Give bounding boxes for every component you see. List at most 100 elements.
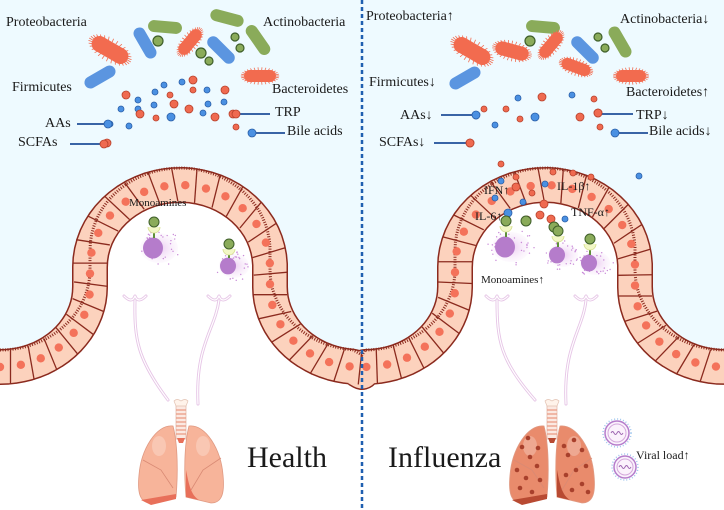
immune-cell-nucleus bbox=[549, 247, 565, 264]
cell-nucleus bbox=[547, 181, 555, 189]
receptor-cup bbox=[552, 236, 564, 242]
red-metabolite-dot bbox=[170, 100, 178, 108]
panel-title-influenza: Influenza bbox=[388, 443, 501, 473]
lesion-spot bbox=[562, 444, 567, 449]
cell-nucleus bbox=[672, 350, 680, 358]
lesion-spot bbox=[566, 453, 571, 458]
actinobacteria-coccus bbox=[231, 33, 239, 41]
blue-metabolite-dot bbox=[205, 101, 211, 107]
cell-nucleus bbox=[451, 268, 459, 276]
monoamine-ligand bbox=[553, 226, 563, 236]
immune-cell bbox=[546, 226, 581, 270]
blue-metabolite-dot bbox=[152, 89, 158, 95]
lesion-spot bbox=[574, 468, 579, 473]
vagus-nerve bbox=[124, 296, 168, 400]
vagus-nerve bbox=[566, 296, 597, 404]
label-trp-health: TRP bbox=[275, 106, 301, 120]
cell-nucleus bbox=[55, 343, 63, 351]
label-il1b: IL-1β↑ bbox=[557, 180, 590, 192]
cell-nucleus bbox=[181, 181, 189, 189]
lungs-layer bbox=[139, 400, 595, 506]
label-viral-load: Viral load↑ bbox=[636, 449, 690, 461]
blue-metabolite-dot bbox=[492, 122, 498, 128]
receptor-cup bbox=[584, 244, 596, 250]
red-metabolite-dot bbox=[190, 87, 196, 93]
cell-nucleus bbox=[268, 301, 276, 309]
actinobacteria-coccus bbox=[236, 44, 244, 52]
blue-metabolite-dot bbox=[151, 102, 157, 108]
red-metabolite-dot bbox=[536, 211, 544, 219]
red-metabolite-dot bbox=[570, 170, 576, 176]
cell-nucleus bbox=[642, 321, 650, 329]
cell-nucleus bbox=[587, 193, 595, 201]
cell-nucleus bbox=[325, 358, 333, 366]
lesion-spot bbox=[526, 436, 531, 441]
red-metabolite-dot bbox=[185, 105, 193, 113]
cell-nucleus bbox=[452, 247, 460, 255]
cell-nucleus bbox=[403, 354, 411, 362]
monoamine-ligand bbox=[149, 217, 159, 227]
blue-metabolite-dot bbox=[161, 82, 167, 88]
red-metabolite-dot bbox=[153, 115, 159, 121]
label-scfas-influenza: SCFAs↓ bbox=[379, 136, 425, 150]
cell-nucleus bbox=[87, 248, 95, 256]
cell-nucleus bbox=[86, 269, 94, 277]
cell-nucleus bbox=[85, 290, 93, 298]
lesion-spot bbox=[586, 490, 591, 495]
cell-nucleus bbox=[17, 361, 25, 369]
label-tnfa: TNF-α↑ bbox=[571, 206, 610, 218]
vagus-nerve bbox=[486, 296, 535, 400]
cell-nucleus bbox=[69, 329, 77, 337]
lung-highlight bbox=[152, 436, 166, 456]
lesion-spot bbox=[536, 446, 541, 451]
cell-nucleus bbox=[655, 337, 663, 345]
red-metabolite-dot bbox=[498, 161, 504, 167]
actinobacteria-coccus bbox=[205, 57, 213, 65]
cell-nucleus bbox=[94, 229, 102, 237]
blue-metabolite-dot bbox=[135, 97, 141, 103]
immune-cell-nucleus bbox=[495, 237, 515, 258]
label-il6: IL-6↑ bbox=[475, 210, 502, 222]
actinobacteria-coccus bbox=[594, 33, 602, 41]
cell-nucleus bbox=[106, 211, 114, 219]
actinobacteria-coccus bbox=[196, 48, 206, 58]
cell-nucleus bbox=[631, 260, 639, 268]
label-proteobacteria-health: Proteobacteria bbox=[6, 16, 87, 30]
immune-cell bbox=[140, 217, 178, 265]
receptor-cup bbox=[500, 226, 512, 232]
panel-title-health: Health bbox=[247, 443, 327, 473]
red-metabolite-dot bbox=[529, 190, 535, 196]
blue-metabolite-dot bbox=[569, 92, 575, 98]
cell-nucleus bbox=[238, 204, 246, 212]
red-metabolite-dot bbox=[597, 124, 603, 130]
lesion-spot bbox=[530, 490, 535, 495]
lesion-spot bbox=[570, 488, 575, 493]
cell-nucleus bbox=[266, 259, 274, 267]
blue-metabolite-dot bbox=[562, 216, 568, 222]
cell-nucleus bbox=[451, 289, 459, 297]
leader-endpoint-dot bbox=[472, 111, 480, 119]
cell-nucleus bbox=[80, 311, 88, 319]
monoamine-ligand bbox=[585, 234, 595, 244]
immune-cell bbox=[580, 234, 614, 275]
lesion-spot bbox=[528, 455, 533, 460]
cell-nucleus bbox=[631, 281, 639, 289]
cell-nucleus bbox=[435, 328, 443, 336]
red-metabolite-dot bbox=[481, 106, 487, 112]
cell-nucleus bbox=[262, 238, 270, 246]
carina bbox=[548, 438, 556, 443]
red-metabolite-dot bbox=[517, 116, 523, 122]
lesion-spot bbox=[564, 473, 569, 478]
label-firmicutes-health: Firmicutes bbox=[12, 81, 72, 95]
label-bacteroidetes-influenza: Bacteroidetes↑ bbox=[626, 86, 709, 100]
red-metabolite-dot bbox=[122, 91, 130, 99]
cell-nucleus bbox=[526, 182, 534, 190]
cell-nucleus bbox=[691, 358, 699, 366]
cell-nucleus bbox=[276, 320, 284, 328]
leader-endpoint-dot bbox=[248, 129, 256, 137]
label-aas-influenza: AAs↓ bbox=[400, 109, 433, 123]
lesion-spot bbox=[580, 448, 585, 453]
cell-divider bbox=[618, 275, 652, 276]
red-metabolite-dot bbox=[513, 174, 519, 180]
actinobacteria-coccus bbox=[525, 36, 535, 46]
